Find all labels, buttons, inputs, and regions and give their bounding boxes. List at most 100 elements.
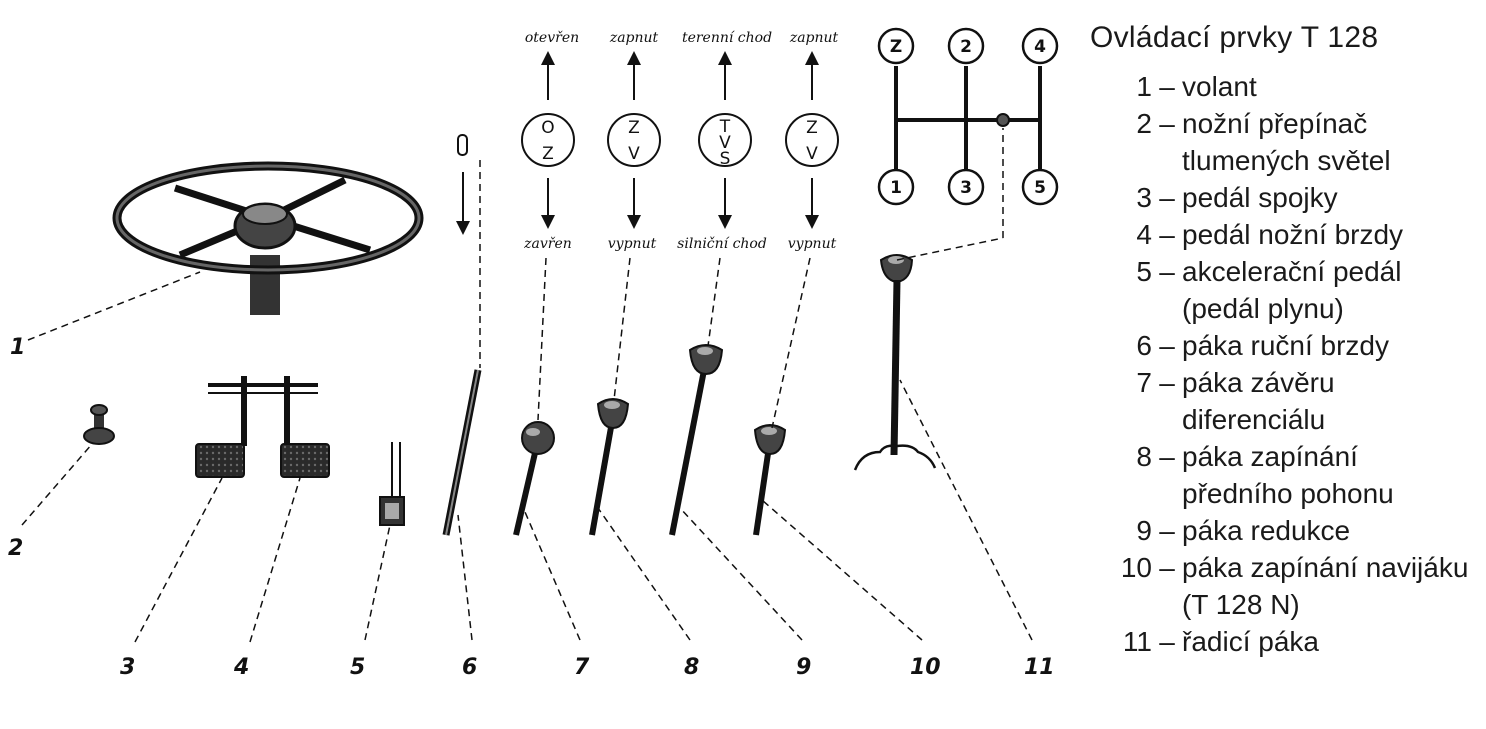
switch-9-up-label: terenní chod: [682, 30, 772, 46]
callout-11: 11: [1024, 655, 1055, 680]
switch-10-up-label: zapnut: [789, 30, 839, 46]
switch-8-down-label: vypnut: [608, 236, 657, 252]
switch-7-down-label: zavřen: [523, 236, 572, 252]
legend-text: akcelerační pedál: [1182, 256, 1402, 287]
steering-wheel: [112, 161, 424, 315]
legend-title: Ovládací prvky T 128: [1090, 21, 1379, 54]
legend-text-continued: (pedál plynu): [1182, 293, 1344, 324]
legend-text: řadicí páka: [1182, 626, 1319, 657]
gear-shift-lever: [853, 128, 1004, 471]
legend-item-4: 4 – pedál nožní brzdy: [1086, 216, 1482, 253]
switch-8-pos-b: V: [628, 144, 640, 164]
switch-indicator-9: terenní chod T V S silniční chod: [677, 30, 772, 347]
legend-dash: –: [1159, 71, 1175, 102]
legend-text: páka ruční brzdy: [1182, 330, 1389, 361]
callout-2: 2: [8, 536, 23, 561]
switch-9-pos-b: V: [719, 133, 731, 153]
legend-text: páka zapínání: [1182, 441, 1358, 472]
legend-num: 7: [1136, 367, 1152, 398]
gear-z: Z: [890, 37, 902, 57]
switch-10-pos-a: Z: [806, 118, 818, 138]
callout-5: 5: [350, 655, 365, 680]
callout-8: 8: [684, 655, 699, 680]
legend-dash: –: [1159, 256, 1175, 287]
legend-item-6: 6 – páka ruční brzdy: [1086, 327, 1482, 364]
switch-indicator-10: zapnut Z V vypnut: [771, 30, 839, 429]
lever-10: [753, 424, 787, 536]
legend-text-continued: (T 128 N): [1182, 589, 1300, 620]
switch-7-pos-b: Z: [542, 144, 554, 164]
legend-dash: –: [1159, 367, 1175, 398]
callout-9: 9: [796, 655, 811, 680]
legend-num: 3: [1136, 182, 1152, 213]
legend-num: 2: [1136, 108, 1152, 139]
lever-8: [589, 398, 630, 536]
gear-3: 3: [960, 178, 972, 198]
lever-9: [669, 344, 724, 536]
legend-text: páka zapínání navijáku: [1182, 552, 1469, 583]
legend-text-continued: předního pohonu: [1182, 478, 1394, 509]
legend-text: pedál nožní brzdy: [1182, 219, 1404, 250]
handbrake-lever: [442, 134, 482, 536]
legend-item-10: 10 – páka zapínání navijáku: [1086, 549, 1482, 586]
legend-dash: –: [1159, 626, 1175, 657]
legend-dash: –: [1159, 182, 1175, 213]
gear-4: 4: [1034, 37, 1046, 57]
gear-1: 1: [890, 178, 902, 198]
legend-item-5: 5 – akcelerační pedál: [1086, 253, 1482, 290]
dimmer-switch: [83, 404, 115, 445]
pedals: [195, 376, 330, 478]
switch-7-up-label: otevřen: [525, 30, 579, 46]
controls-diagram: otevřen O Z zavřen zapnut Z V vypnut ter…: [8, 27, 1059, 680]
legend-num: 11: [1122, 626, 1152, 657]
callout-numbers: 1 2 3 4 5 6 7 8 9 10 11: [8, 335, 1055, 680]
switch-8-up-label: zapnut: [609, 30, 659, 46]
legend: Ovládací prvky T 128 1 – volant 2 – nožn…: [1086, 16, 1482, 660]
legend-num: 10: [1120, 552, 1152, 583]
legend-num: 8: [1136, 441, 1152, 472]
callout-10: 10: [910, 655, 941, 680]
legend-item-2: 2 – nožní přepínač: [1086, 105, 1482, 142]
legend-item-3: 3 – pedál spojky: [1086, 179, 1482, 216]
switch-indicator-8: zapnut Z V vypnut: [607, 30, 661, 401]
switch-indicator-7: otevřen O Z zavřen: [521, 30, 579, 421]
callout-4: 4: [233, 655, 249, 680]
legend-num: 9: [1136, 515, 1152, 546]
switch-9-pos-a: T: [719, 117, 731, 137]
legend-item-11: 11 – řadicí páka: [1086, 623, 1482, 660]
legend-dash: –: [1159, 330, 1175, 361]
legend-text: nožní přepínač: [1182, 108, 1368, 139]
legend-item-9: 9 – páka redukce: [1086, 512, 1482, 549]
legend-num: 4: [1136, 219, 1152, 250]
legend-text: páka závěru diferenciálu: [1182, 367, 1335, 435]
legend-num: 6: [1136, 330, 1152, 361]
switch-10-pos-b: V: [806, 144, 818, 164]
accelerator-pedal: [379, 442, 405, 526]
legend-num: 1: [1136, 71, 1152, 102]
legend-text: volant: [1182, 71, 1257, 102]
switch-9-down-label: silniční chod: [677, 236, 767, 252]
switch-8-pos-a: Z: [628, 118, 640, 138]
legend-num: 5: [1136, 256, 1152, 287]
switch-10-down-label: vypnut: [788, 236, 837, 252]
gear-pattern: Z 2 4 1 3 5: [877, 27, 1059, 206]
legend-item-1: 1 – volant: [1086, 68, 1482, 105]
legend-dash: –: [1159, 441, 1175, 472]
callout-7: 7: [574, 655, 590, 680]
lever-7: [513, 421, 555, 536]
legend-text: pedál spojky: [1182, 182, 1338, 213]
callout-3: 3: [120, 655, 135, 680]
legend-item-7: 7 – páka závěru diferenciálu: [1086, 364, 1482, 438]
callout-6: 6: [462, 655, 477, 680]
legend-text-continued: tlumených světel: [1182, 145, 1391, 176]
legend-item-8: 8 – páka zapínání: [1086, 438, 1482, 475]
legend-dash: –: [1159, 219, 1175, 250]
legend-dash: –: [1159, 108, 1175, 139]
gear-5: 5: [1034, 178, 1046, 198]
switch-7-pos-a: O: [541, 118, 554, 138]
legend-dash: –: [1159, 552, 1175, 583]
leader-lines: [21, 271, 1033, 643]
legend-dash: –: [1159, 515, 1175, 546]
legend-text: páka redukce: [1182, 515, 1351, 546]
gear-2: 2: [960, 37, 972, 57]
